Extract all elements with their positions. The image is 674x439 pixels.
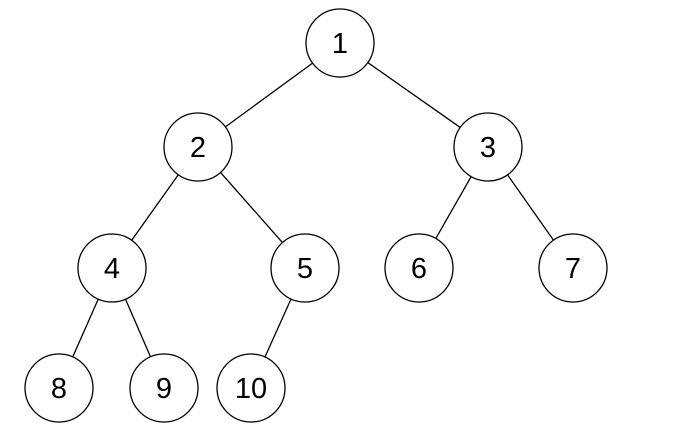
node-label: 4 [104, 253, 120, 285]
node-label: 9 [156, 373, 172, 405]
edge-3-6 [435, 176, 472, 239]
node-circle [305, 8, 375, 78]
node-circle [77, 233, 147, 303]
tree-node-2: 2 [163, 112, 233, 182]
node-circle [129, 353, 199, 423]
node-label: 6 [411, 253, 427, 285]
edge-4-9 [124, 298, 152, 358]
edge-2-5 [220, 172, 283, 243]
edge-1-2 [225, 62, 313, 128]
node-circle [453, 112, 523, 182]
tree-node-1: 1 [305, 8, 375, 78]
node-label: 1 [332, 28, 348, 60]
tree-edges [72, 62, 554, 358]
edge-4-8 [72, 298, 99, 358]
tree-node-4: 4 [77, 233, 147, 303]
node-label: 5 [297, 253, 313, 285]
node-circle [538, 233, 608, 303]
tree-node-10: 10 [216, 353, 286, 423]
tree-node-6: 6 [384, 233, 454, 303]
tree-node-3: 3 [453, 112, 523, 182]
node-circle [24, 353, 94, 423]
node-circle [270, 233, 340, 303]
tree-node-5: 5 [270, 233, 340, 303]
node-circle [163, 112, 233, 182]
edge-2-4 [131, 174, 179, 241]
node-label: 10 [235, 373, 267, 405]
node-label: 8 [51, 373, 67, 405]
tree-node-9: 9 [129, 353, 199, 423]
node-circle [216, 353, 286, 423]
node-circle [384, 233, 454, 303]
node-label: 2 [190, 132, 206, 164]
edge-3-7 [507, 174, 554, 241]
edge-1-3 [367, 62, 461, 128]
tree-node-8: 8 [24, 353, 94, 423]
tree-node-7: 7 [538, 233, 608, 303]
node-label: 3 [480, 132, 496, 164]
node-label: 7 [565, 253, 581, 285]
edge-5-10 [264, 298, 292, 358]
tree-nodes: 1 2 3 4 5 6 7 8 9 10 [24, 8, 608, 423]
